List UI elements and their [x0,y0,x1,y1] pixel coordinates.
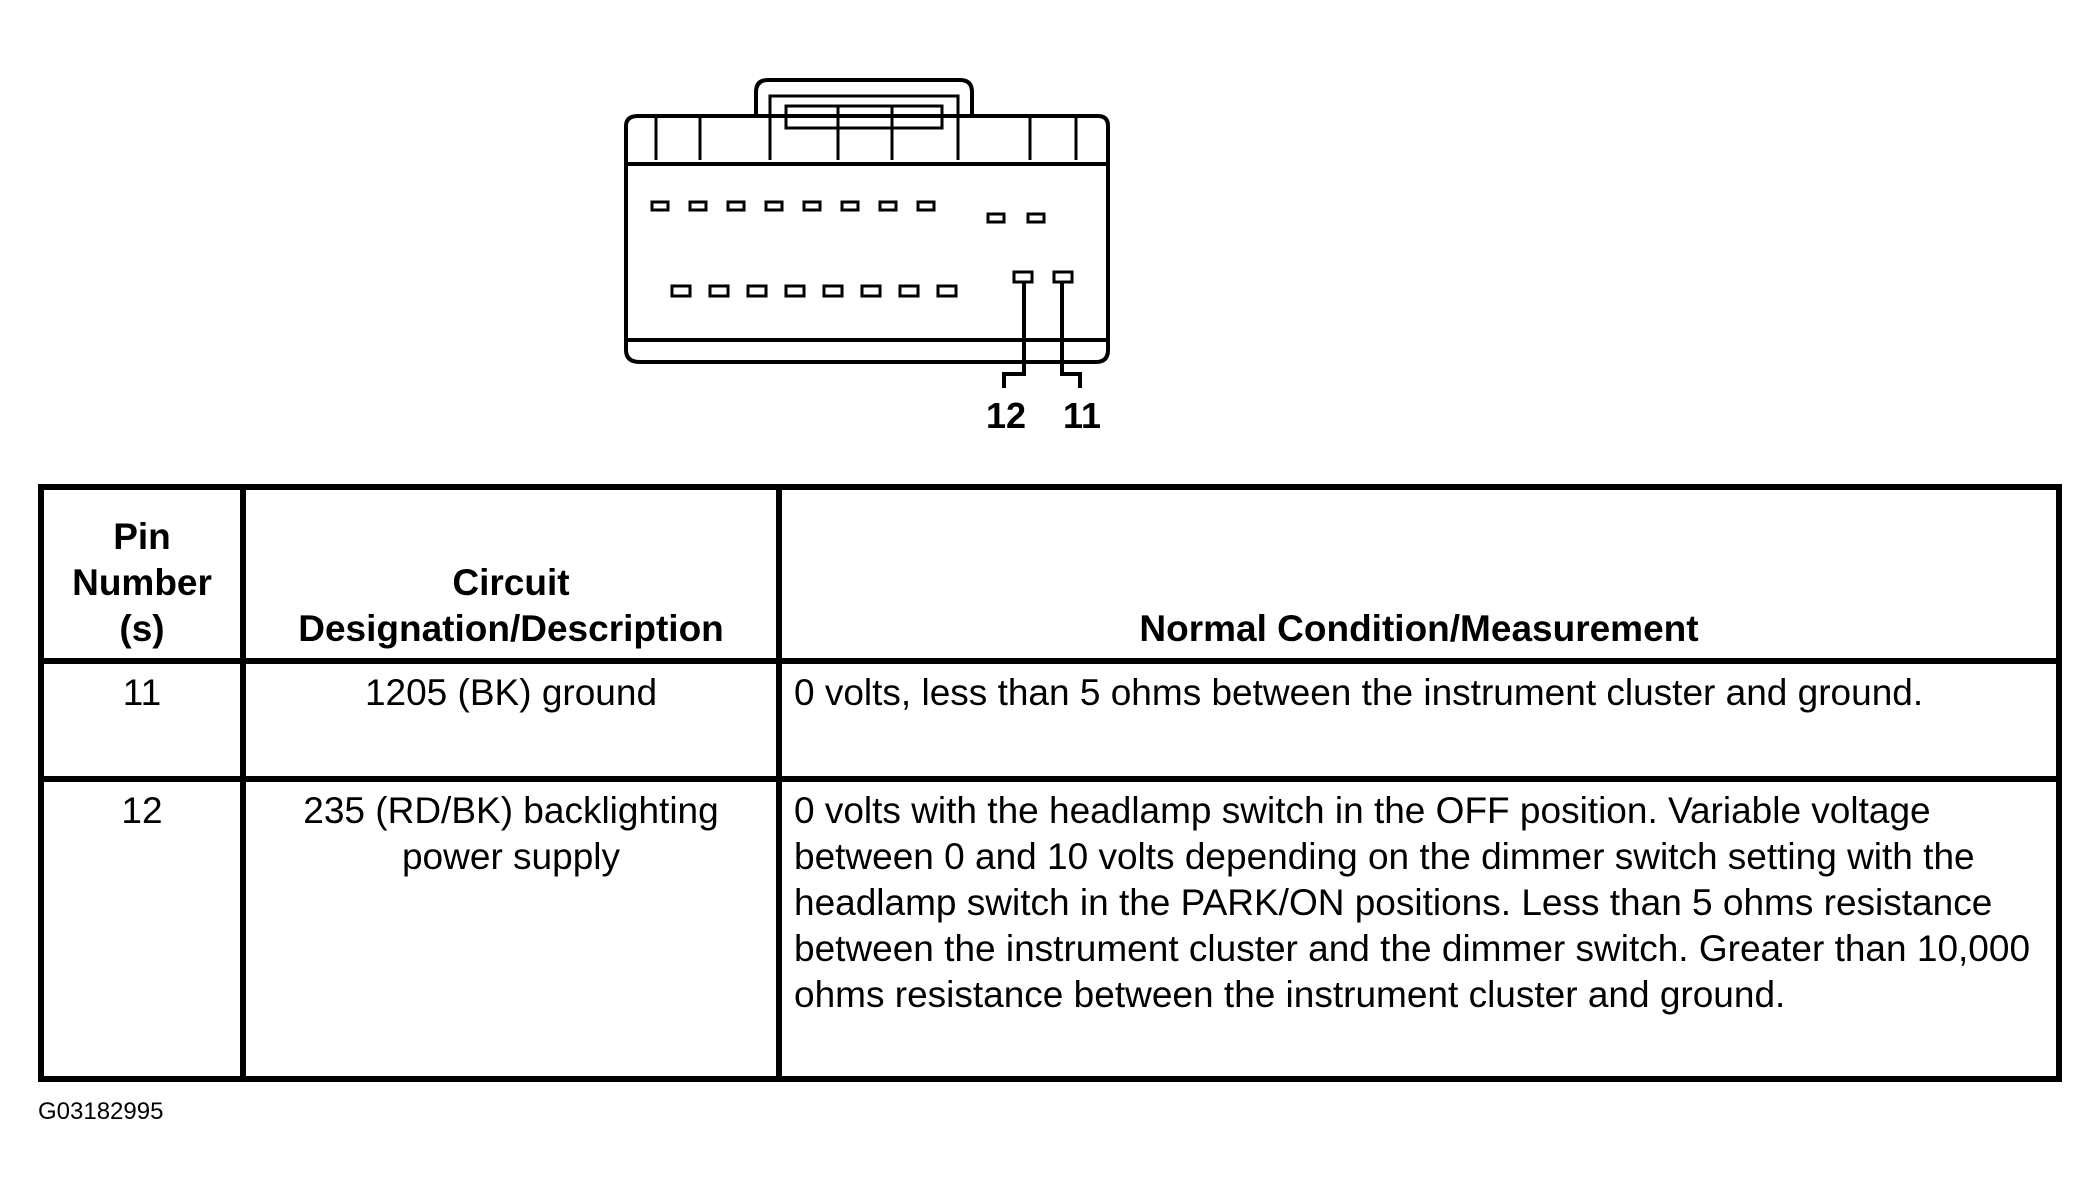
cell-condition: 0 volts, less than 5 ohms between the in… [776,658,2062,782]
locking-tab [754,78,974,116]
header-condition-label: Normal Condition/Measurement [1139,608,1699,649]
table-row: 11 1205 (BK) ground 0 volts, less than 5… [38,658,2062,782]
table-row: 12 235 (RD/BK) backlighting power supply… [38,776,2062,1082]
header-circuit: Circuit Designation/Description [240,484,782,664]
lower-pin-row [670,270,1074,298]
header-pin-number: Pin Number (s) [38,484,246,664]
cell-circuit: 235 (RD/BK) backlighting power supply [240,776,782,1082]
header-pin-number-label: Pin Number (s) [72,516,212,649]
header-condition: Normal Condition/Measurement [776,484,2062,664]
header-circuit-label: Circuit Designation/Description [298,562,724,649]
figure-code: G03182995 [38,1098,164,1125]
upper-pin-row [650,200,1046,224]
connector-diagram: 12 11 [624,78,1110,436]
cell-pin: 12 [38,776,246,1082]
pinout-table: Pin Number (s) Circuit Designation/Descr… [38,484,2062,1082]
connector-body [624,114,1110,364]
cell-pin: 11 [38,658,246,782]
table-header-row: Pin Number (s) Circuit Designation/Descr… [38,484,2062,664]
cell-condition: 0 volts with the headlamp switch in the … [776,776,2062,1082]
pin-leader-lines [1002,282,1082,388]
pin-11-cavity [1052,270,1074,284]
pin-12-cavity [1012,270,1034,284]
pin-label-12: 12 [986,395,1026,436]
cell-circuit: 1205 (BK) ground [240,658,782,782]
pin-label-11: 11 [1063,395,1101,436]
